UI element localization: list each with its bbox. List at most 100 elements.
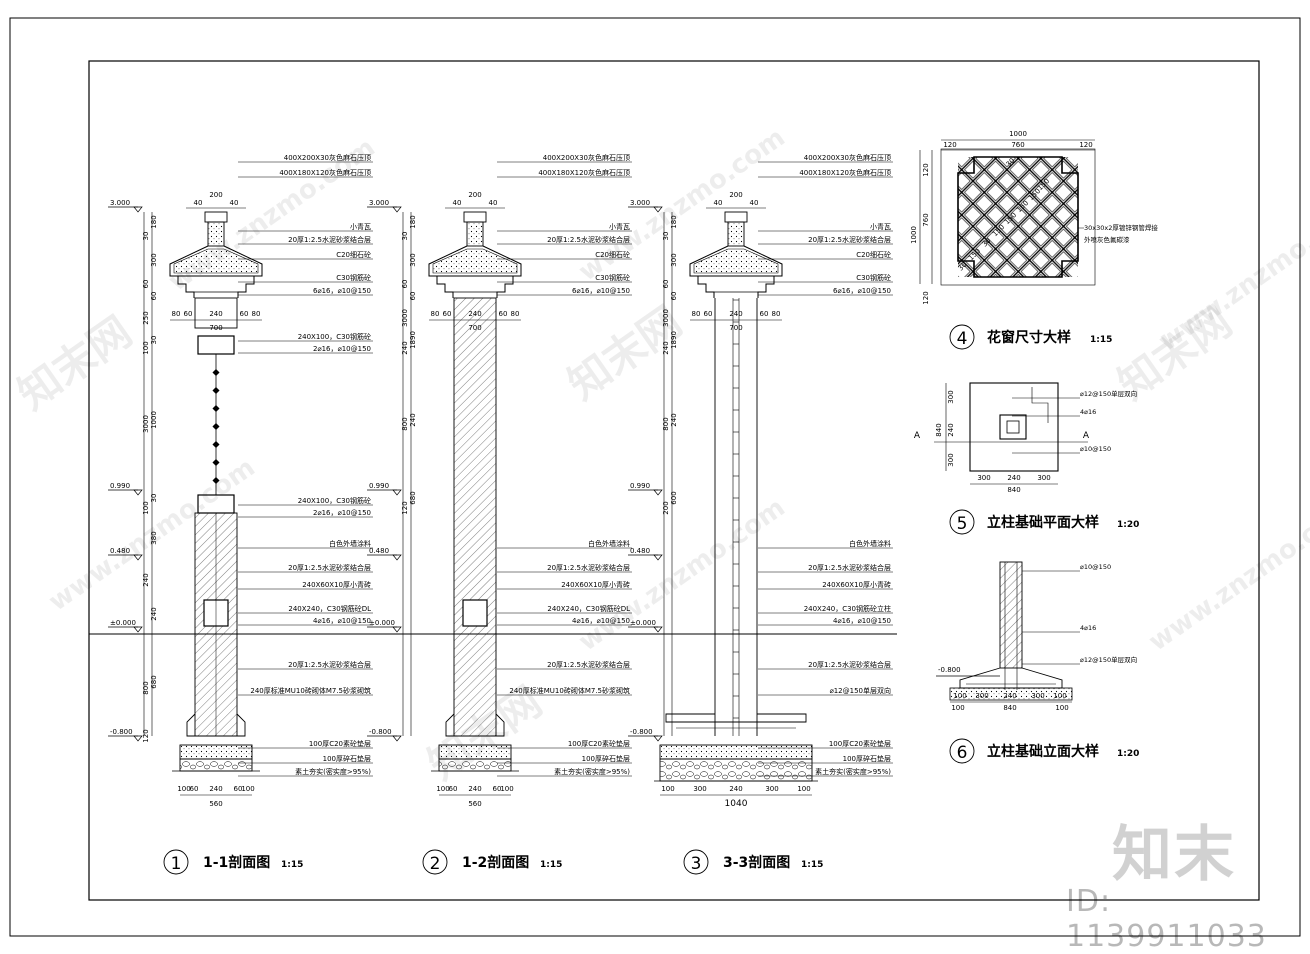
callout-text: C20细石砼	[336, 250, 371, 259]
dim-value: 300	[670, 253, 678, 266]
callout-text: ⌀12@150单层双向	[1080, 655, 1137, 664]
title-circle	[949, 509, 975, 535]
title-number: 3	[691, 854, 702, 874]
callout-text: 小青瓦	[350, 222, 371, 231]
title-circle	[163, 849, 189, 875]
level-label: 3.000	[110, 199, 130, 207]
rod-knot	[212, 422, 220, 431]
roof-body	[428, 245, 522, 277]
callout-text: 400X180X120灰色麻石压顶	[799, 168, 891, 177]
title-scale: 1:15	[1090, 335, 1112, 345]
dim-value: 200	[662, 501, 670, 514]
dim-value: 760	[922, 213, 930, 226]
callout-text: 240X60X10厚小青砖	[302, 580, 371, 589]
level-label: -0.800	[369, 728, 392, 736]
dim-value: 120	[922, 163, 930, 176]
callout-text: 4⌀16，⌀10@150	[572, 617, 630, 625]
footing	[186, 713, 246, 737]
callout-text: 100厚碎石垫层	[843, 754, 891, 763]
dim-value: 600	[670, 491, 678, 504]
dim-value: 3000	[662, 309, 670, 327]
level-label: -0.800	[110, 728, 133, 736]
dim-value: 60	[670, 292, 678, 301]
dim-value: 240	[209, 785, 222, 793]
dim-value: 100	[797, 785, 810, 793]
dim-value: 560	[468, 800, 481, 808]
level-triangle	[392, 626, 402, 633]
level-triangle	[133, 206, 143, 213]
roof-body	[689, 245, 783, 277]
level-triangle	[653, 554, 663, 561]
dim-value: 120	[922, 291, 930, 304]
callout-text: 4⌀16，⌀10@150	[313, 617, 371, 625]
window-outline	[957, 156, 1079, 278]
dim-value: 300	[975, 692, 988, 700]
dim-value: 120	[943, 141, 956, 149]
outer-border	[9, 17, 1301, 937]
dim-value: 800	[142, 681, 150, 694]
dim-value: 240	[662, 341, 670, 354]
dim-value: 800	[662, 417, 670, 430]
callout-text: 白色外墙涂料	[329, 539, 371, 548]
dim-value: 240	[670, 413, 678, 426]
level-triangle	[392, 206, 402, 213]
callout-text: 240X240，C30钢筋砼DL	[288, 604, 371, 613]
cap-neck	[466, 221, 484, 247]
dim-value: 40	[750, 199, 759, 207]
dim-value: 80	[692, 310, 701, 318]
dim-value: 240	[142, 573, 150, 586]
dim-value: 300	[947, 390, 955, 403]
dim-value: 560	[209, 800, 222, 808]
dim-value: 100	[953, 692, 966, 700]
tier-right	[237, 275, 262, 298]
callout-text: ⌀10@150	[1080, 563, 1111, 571]
dim-value: 40	[230, 199, 239, 207]
dim-value: 60	[760, 310, 769, 318]
dim-value: 300	[977, 474, 990, 482]
dim-value: 240	[947, 423, 955, 436]
level-triangle	[133, 489, 143, 496]
title-number: 6	[957, 743, 968, 763]
callout-text: 240X240，C30钢筋砼立柱	[804, 604, 891, 613]
callout-text: 2⌀16，⌀10@150	[313, 345, 371, 353]
callout-text: 4⌀16，⌀10@150	[833, 617, 891, 625]
dim-value: 240	[729, 310, 742, 318]
callout-text: 20厚1:2.5水泥砂浆结合层	[288, 660, 371, 669]
title-text: 立柱基础平面大样	[987, 514, 1099, 531]
dim-value: 30	[401, 232, 409, 241]
dim-value: 60	[443, 310, 452, 318]
title-number: 5	[957, 514, 968, 534]
callout-text: 240X100，C30钢筋砼	[298, 496, 371, 505]
dim-value: 60	[240, 310, 249, 318]
callout-text: 4⌀16	[1080, 624, 1096, 632]
dim-value: 300	[693, 785, 706, 793]
dim-value: 300	[150, 253, 158, 266]
dim-value: 240	[468, 785, 481, 793]
title-circle	[683, 849, 709, 875]
level-triangle	[392, 735, 402, 742]
dim-value: 680	[409, 491, 417, 504]
dim-value: 300	[1031, 692, 1044, 700]
cap-stone	[724, 211, 748, 223]
dim-value: 80	[772, 310, 781, 318]
dim-value: 120	[401, 501, 409, 514]
callout-text: 20厚1:2.5水泥砂浆结合层	[808, 660, 891, 669]
section-mark: A	[1083, 431, 1090, 441]
title-text: 立柱基础立面大样	[987, 743, 1099, 760]
roof-concrete	[693, 248, 779, 274]
level-label: 0.990	[110, 482, 130, 490]
rod-knot	[212, 368, 220, 377]
section-mark: A	[914, 431, 921, 441]
dim-value: 60	[493, 785, 502, 793]
rod-knot	[212, 404, 220, 413]
column-plan	[999, 414, 1027, 440]
dim-value: 60	[190, 785, 199, 793]
callout-text: 外喷灰色氟碳漆	[1084, 235, 1130, 244]
gravel-layer	[179, 758, 253, 772]
callout-text: 4⌀16	[1080, 408, 1096, 416]
callout-text: 100厚碎石垫层	[323, 754, 371, 763]
callout-text: 240厚标准MU10砖砌体M7.5砂浆砌筑	[509, 686, 630, 695]
dim-value: 680	[150, 675, 158, 688]
title-text: 花窗尺寸大样	[987, 329, 1071, 346]
